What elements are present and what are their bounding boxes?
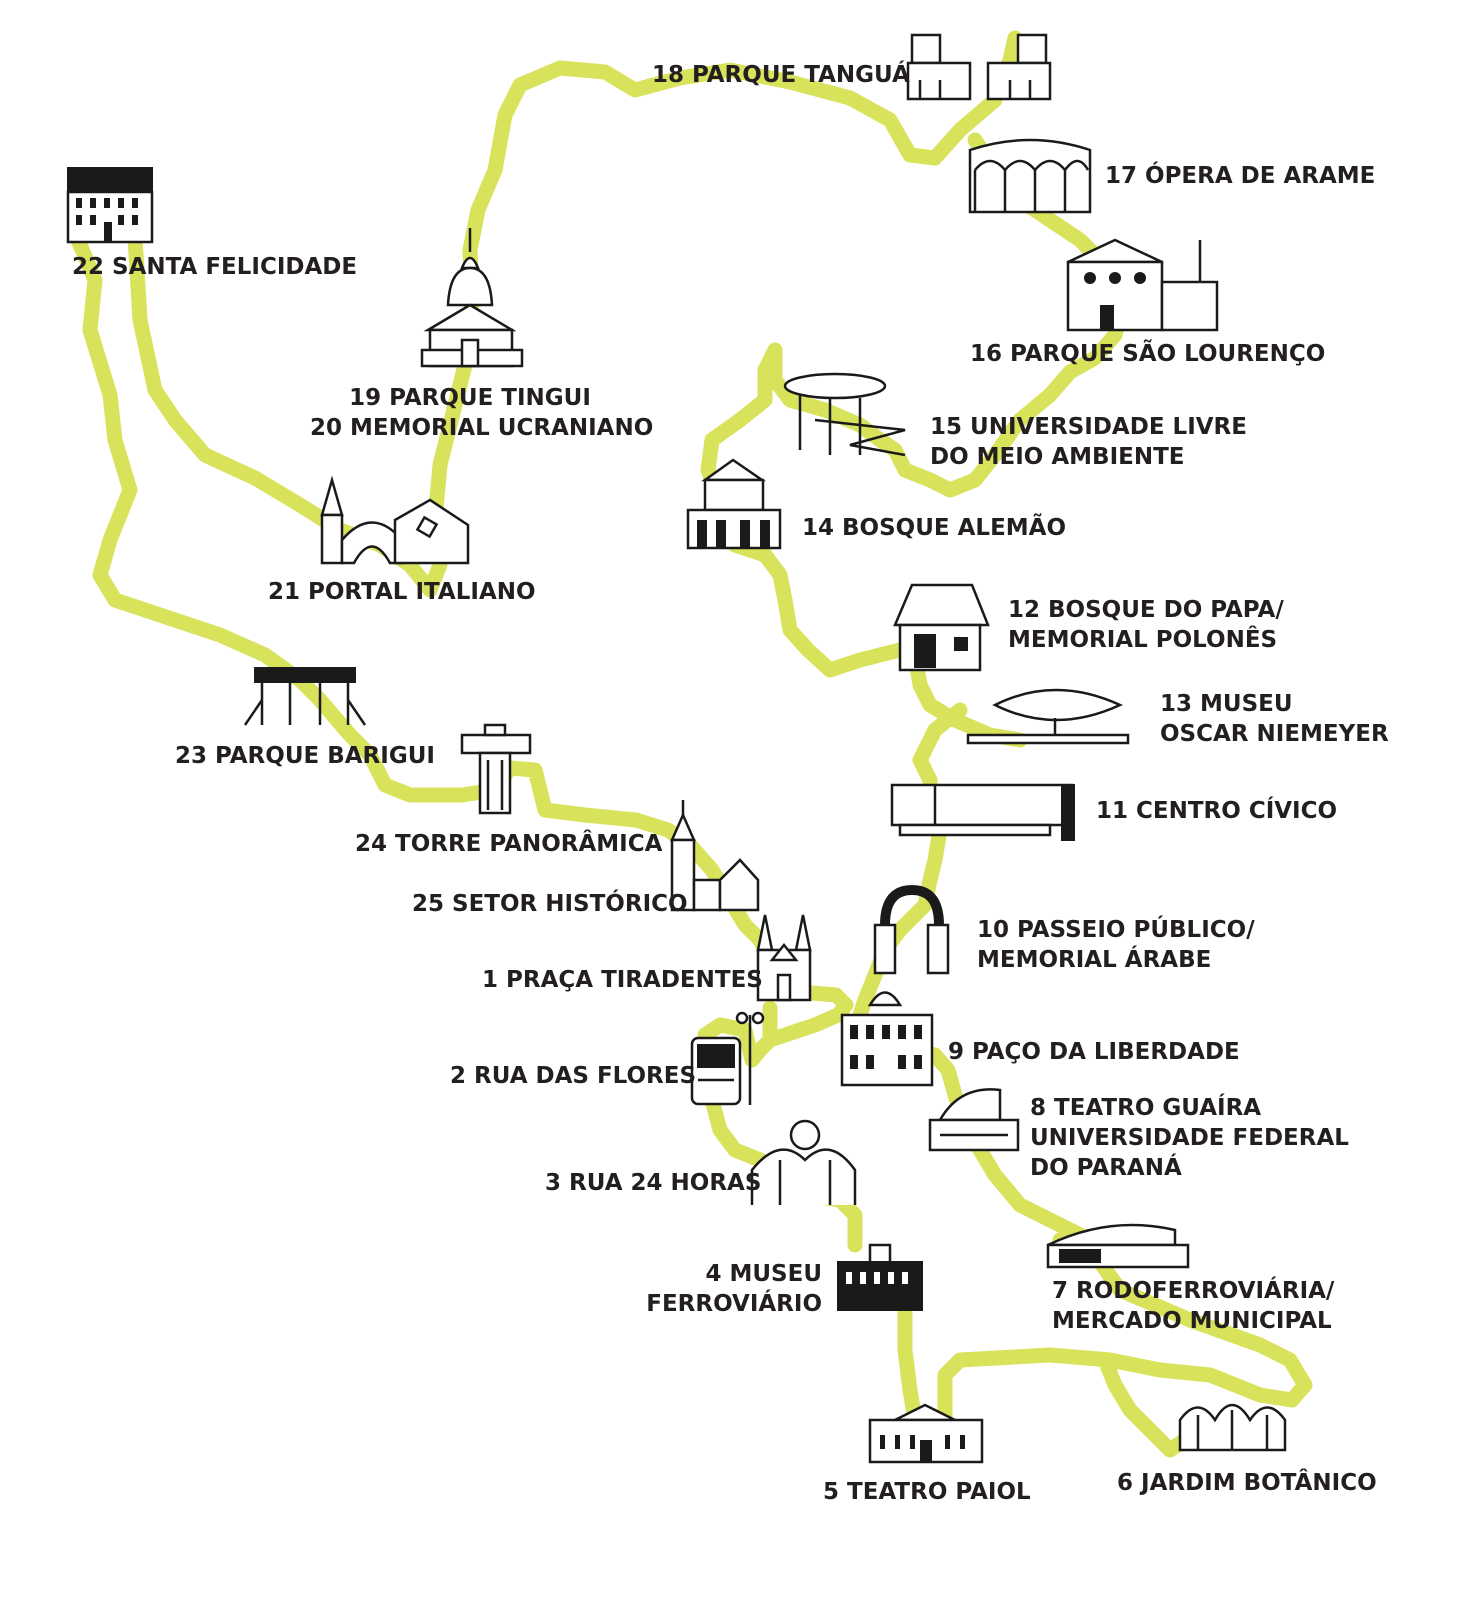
stop-label-line: MEMORIAL POLONÊS bbox=[1008, 627, 1278, 653]
stop-label-11: 11 CENTRO CÍVICO bbox=[1096, 796, 1337, 826]
factory-icon bbox=[1066, 238, 1219, 332]
stop-label-13: 13 MUSEU OSCAR NIEMEYER bbox=[1160, 689, 1389, 749]
eye-museum-icon bbox=[966, 688, 1130, 745]
stop-label-line: 21 PORTAL ITALIANO bbox=[268, 579, 536, 605]
stop-label-5: 5 TEATRO PAIOL bbox=[823, 1477, 1031, 1507]
stop-label-10: 10 PASSEIO PÚBLICO/ MEMORIAL ÁRABE bbox=[977, 915, 1255, 975]
greenhouse-icon bbox=[1178, 1403, 1287, 1452]
stop-label-25: 25 SETOR HISTÓRICO bbox=[412, 889, 688, 919]
stop-label-line: 19 PARQUE TINGUI bbox=[349, 385, 591, 411]
stop-label-18: 18 PARQUE TANGUÁ bbox=[652, 60, 910, 90]
stop-label-3: 3 RUA 24 HORAS bbox=[545, 1168, 761, 1198]
stop-label-line: DO PARANÁ bbox=[1030, 1155, 1182, 1181]
italian-portal-icon bbox=[320, 475, 470, 565]
palace-icon bbox=[840, 991, 934, 1087]
stop-label-line: 12 BOSQUE DO PAPA/ bbox=[1008, 597, 1284, 623]
pergola-icon bbox=[243, 667, 367, 726]
spiral-tower-icon bbox=[783, 372, 906, 457]
railway-station-icon bbox=[837, 1243, 923, 1311]
stop-label-line: 25 SETOR HISTÓRICO bbox=[412, 891, 688, 917]
ukrainian-church-icon bbox=[420, 228, 524, 368]
historic-church-icon bbox=[670, 800, 760, 912]
stop-label-line: 16 PARQUE SÃO LOURENÇO bbox=[970, 341, 1326, 367]
stop-label-line: 20 MEMORIAL UCRANIANO bbox=[310, 415, 654, 441]
stop-label-line: MEMORIAL ÁRABE bbox=[977, 947, 1212, 973]
stop-label-21: 21 PORTAL ITALIANO bbox=[268, 577, 536, 607]
stop-label-9: 9 PAÇO DA LIBERDADE bbox=[948, 1037, 1240, 1067]
stop-label-line: 8 TEATRO GUAÍRA bbox=[1030, 1095, 1262, 1121]
stop-label-16: 16 PARQUE SÃO LOURENÇO bbox=[970, 339, 1325, 369]
theatre-guaira-icon bbox=[928, 1088, 1020, 1152]
stop-label-line: 18 PARQUE TANGUÁ bbox=[652, 62, 910, 88]
twin-towers-icon bbox=[906, 33, 1052, 101]
stop-label-line: 15 UNIVERSIDADE LIVRE bbox=[930, 414, 1247, 440]
stop-label-24: 24 TORRE PANORÂMICA bbox=[355, 829, 662, 859]
stop-label-line: 1 PRAÇA TIRADENTES bbox=[482, 967, 763, 993]
stop-label-line: 14 BOSQUE ALEMÃO bbox=[802, 515, 1067, 541]
townhouse-icon bbox=[66, 167, 154, 244]
stop-label-line: DO MEIO AMBIENTE bbox=[930, 444, 1185, 470]
stop-label-6: 6 JARDIM BOTÂNICO bbox=[1117, 1468, 1377, 1498]
stop-label-line: 11 CENTRO CÍVICO bbox=[1096, 798, 1338, 824]
civic-center-icon bbox=[890, 783, 1075, 841]
stop-label-line: 17 ÓPERA DE ARAME bbox=[1105, 163, 1376, 189]
stop-label-line: 24 TORRE PANORÂMICA bbox=[355, 831, 663, 857]
stop-label-line: 7 RODOFERROVIÁRIA/ bbox=[1052, 1278, 1335, 1304]
german-house-icon bbox=[686, 458, 782, 550]
opera-arches-icon bbox=[968, 138, 1092, 214]
park-gate-icon bbox=[873, 884, 950, 975]
stop-label-line: 10 PASSEIO PÚBLICO/ bbox=[977, 917, 1255, 943]
stop-label-23: 23 PARQUE BARIGUI bbox=[175, 741, 435, 771]
stop-label-22: 22 SANTA FELICIDADE bbox=[72, 252, 357, 282]
bus-terminal-icon bbox=[1046, 1223, 1190, 1269]
stop-label-line: 2 RUA DAS FLORES bbox=[450, 1063, 697, 1089]
stop-label-4: 4 MUSEU FERROVIÁRIO bbox=[610, 1259, 822, 1319]
stop-label-12: 12 BOSQUE DO PAPA/ MEMORIAL POLONÊS bbox=[1008, 595, 1284, 655]
panoramic-tower-icon bbox=[460, 723, 532, 815]
wooden-house-icon bbox=[893, 583, 990, 672]
theatre-building-icon bbox=[868, 1403, 984, 1464]
stop-label-line: FERROVIÁRIO bbox=[646, 1291, 822, 1317]
stop-label-14: 14 BOSQUE ALEMÃO bbox=[802, 513, 1066, 543]
stop-label-7: 7 RODOFERROVIÁRIA/ MERCADO MUNICIPAL bbox=[1052, 1276, 1334, 1336]
church-twin-spires-icon bbox=[756, 914, 812, 1002]
stop-label-line: UNIVERSIDADE FEDERAL bbox=[1030, 1125, 1349, 1151]
stop-label-15: 15 UNIVERSIDADE LIVRE DO MEIO AMBIENTE bbox=[930, 412, 1247, 472]
arched-gallery-icon bbox=[750, 1119, 857, 1205]
stop-label-line: 13 MUSEU bbox=[1160, 691, 1293, 717]
tram-and-lamp-icon bbox=[690, 1011, 765, 1106]
stop-label-1: 1 PRAÇA TIRADENTES bbox=[482, 965, 763, 995]
stop-label-line: OSCAR NIEMEYER bbox=[1160, 721, 1389, 747]
stop-label-line: 5 TEATRO PAIOL bbox=[823, 1479, 1031, 1505]
stop-label-line: 3 RUA 24 HORAS bbox=[545, 1170, 762, 1196]
stop-label-line: MERCADO MUNICIPAL bbox=[1052, 1308, 1332, 1334]
stop-label-line: 4 MUSEU bbox=[705, 1261, 822, 1287]
stop-label-17: 17 ÓPERA DE ARAME bbox=[1105, 161, 1375, 191]
stop-label-line: 23 PARQUE BARIGUI bbox=[175, 743, 435, 769]
stop-label-2: 2 RUA DAS FLORES bbox=[450, 1061, 696, 1091]
stop-label-line: 6 JARDIM BOTÂNICO bbox=[1117, 1470, 1377, 1496]
stop-label-19-20: 19 PARQUE TINGUI 20 MEMORIAL UCRANIANO bbox=[310, 383, 654, 443]
stop-label-8: 8 TEATRO GUAÍRA UNIVERSIDADE FEDERAL DO … bbox=[1030, 1093, 1349, 1183]
stop-label-line: 9 PAÇO DA LIBERDADE bbox=[948, 1039, 1240, 1065]
stop-label-line: 22 SANTA FELICIDADE bbox=[72, 254, 358, 280]
